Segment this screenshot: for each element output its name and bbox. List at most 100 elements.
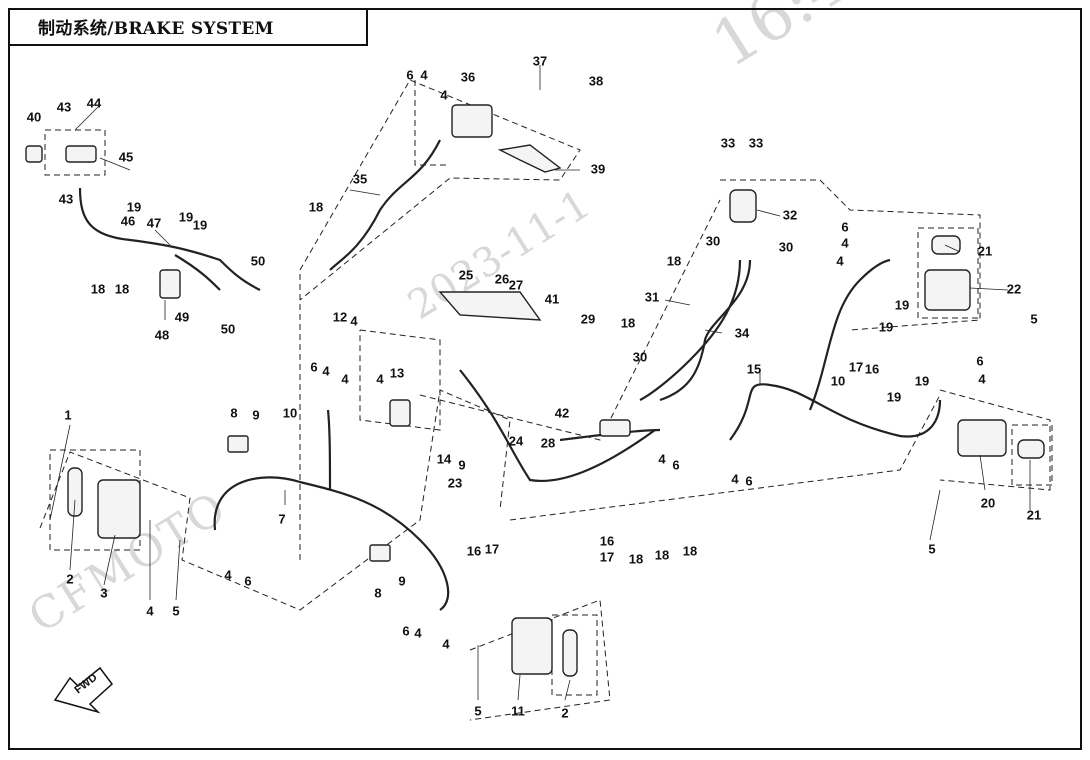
- callout-32: 32: [783, 207, 797, 222]
- callout-4: 4: [658, 451, 666, 466]
- callout-20: 20: [981, 495, 995, 510]
- callout-8: 8: [374, 585, 381, 600]
- callout-9: 9: [458, 457, 465, 472]
- assembly-outlines: [39, 79, 1053, 721]
- callout-40: 40: [27, 109, 41, 124]
- callout-18: 18: [309, 199, 323, 214]
- callout-12: 12: [333, 309, 347, 324]
- callout-45: 45: [119, 149, 133, 164]
- callout-18: 18: [655, 547, 669, 562]
- callout-5: 5: [474, 703, 481, 718]
- fwd-arrow: [53, 666, 114, 714]
- front-right-caliper: [511, 617, 553, 675]
- callout-4: 4: [341, 371, 349, 386]
- callout-43: 43: [57, 99, 71, 114]
- callout-37: 37: [533, 53, 547, 68]
- callout-44: 44: [87, 95, 102, 110]
- callout-4: 4: [376, 371, 384, 386]
- callout-27: 27: [509, 277, 523, 292]
- bracket-40: [25, 145, 43, 163]
- callout-4: 4: [440, 87, 448, 102]
- callout-19: 19: [193, 217, 207, 232]
- callout-6: 6: [310, 359, 317, 374]
- callout-19: 19: [915, 373, 929, 388]
- callout-34: 34: [735, 325, 750, 340]
- callout-30: 30: [706, 233, 720, 248]
- callout-2: 2: [561, 705, 568, 720]
- callout-50: 50: [221, 321, 235, 336]
- callout-18: 18: [667, 253, 681, 268]
- callout-4: 4: [442, 636, 450, 651]
- callout-42: 42: [555, 405, 569, 420]
- clip-8a: [227, 435, 249, 453]
- callout-19: 19: [879, 319, 893, 334]
- callout-1: 1: [64, 407, 71, 422]
- callout-17: 17: [485, 541, 499, 556]
- callout-2: 2: [66, 571, 73, 586]
- callout-5: 5: [1030, 311, 1037, 326]
- brake-lines: [78, 139, 942, 611]
- callout-6: 6: [672, 457, 679, 472]
- drawing-frame: [8, 8, 1082, 750]
- callout-21: 21: [978, 243, 992, 258]
- abs-harness-47: [78, 187, 261, 291]
- callout-48: 48: [155, 327, 169, 342]
- callout-31: 31: [645, 289, 659, 304]
- components: [25, 104, 1045, 677]
- callout-49: 49: [175, 309, 189, 324]
- callout-11: 11: [511, 703, 525, 718]
- hose-31: [639, 259, 742, 401]
- callout-10: 10: [283, 405, 297, 420]
- rear-master-cylinder-42: [599, 419, 631, 437]
- clip-8b: [369, 544, 391, 562]
- brake-pipe-24: [459, 369, 656, 482]
- callout-30: 30: [779, 239, 793, 254]
- callout-43: 43: [59, 191, 73, 206]
- front-left-caliper: [97, 479, 141, 539]
- callout-16: 16: [467, 543, 481, 558]
- callout-18: 18: [621, 315, 635, 330]
- callout-16: 16: [865, 361, 879, 376]
- callout-4: 4: [350, 313, 358, 328]
- callout-46: 46: [121, 213, 135, 228]
- callout-47: 47: [147, 215, 161, 230]
- callout-33: 33: [749, 135, 763, 150]
- callout-5: 5: [928, 541, 935, 556]
- callout-17: 17: [600, 549, 614, 564]
- callout-6: 6: [402, 623, 409, 638]
- callout-3: 3: [100, 585, 107, 600]
- callout-7: 7: [278, 511, 285, 526]
- callout-21: 21: [1027, 507, 1041, 522]
- front-hose-up: [326, 409, 332, 491]
- callout-4: 4: [978, 371, 986, 386]
- callout-39: 39: [591, 161, 605, 176]
- callout-36: 36: [461, 69, 475, 84]
- rear-pipe-15: [729, 383, 942, 441]
- callout-18: 18: [91, 281, 105, 296]
- callout-19: 19: [895, 297, 909, 312]
- callout-38: 38: [589, 73, 603, 88]
- callout-50: 50: [251, 253, 265, 268]
- proportioning-valve-13: [389, 399, 411, 427]
- callout-10: 10: [831, 373, 845, 388]
- callout-4: 4: [322, 363, 330, 378]
- callout-4: 4: [414, 625, 422, 640]
- front-left-outline: [39, 389, 511, 611]
- title-block: 制动系统/BRAKE SYSTEM: [8, 8, 368, 46]
- callout-6: 6: [745, 473, 752, 488]
- sensor-45: [65, 145, 97, 163]
- callout-35: 35: [353, 171, 367, 186]
- bracket-25: [438, 291, 542, 321]
- callout-33: 33: [721, 135, 735, 150]
- callout-4: 4: [420, 67, 428, 82]
- front-left-pad: [67, 467, 83, 517]
- callout-9: 9: [398, 573, 405, 588]
- hose-34: [659, 259, 752, 402]
- callout-6: 6: [406, 67, 413, 82]
- lever-outline: [414, 80, 450, 166]
- brake-lever-39: [497, 144, 562, 173]
- callout-6: 6: [976, 353, 983, 368]
